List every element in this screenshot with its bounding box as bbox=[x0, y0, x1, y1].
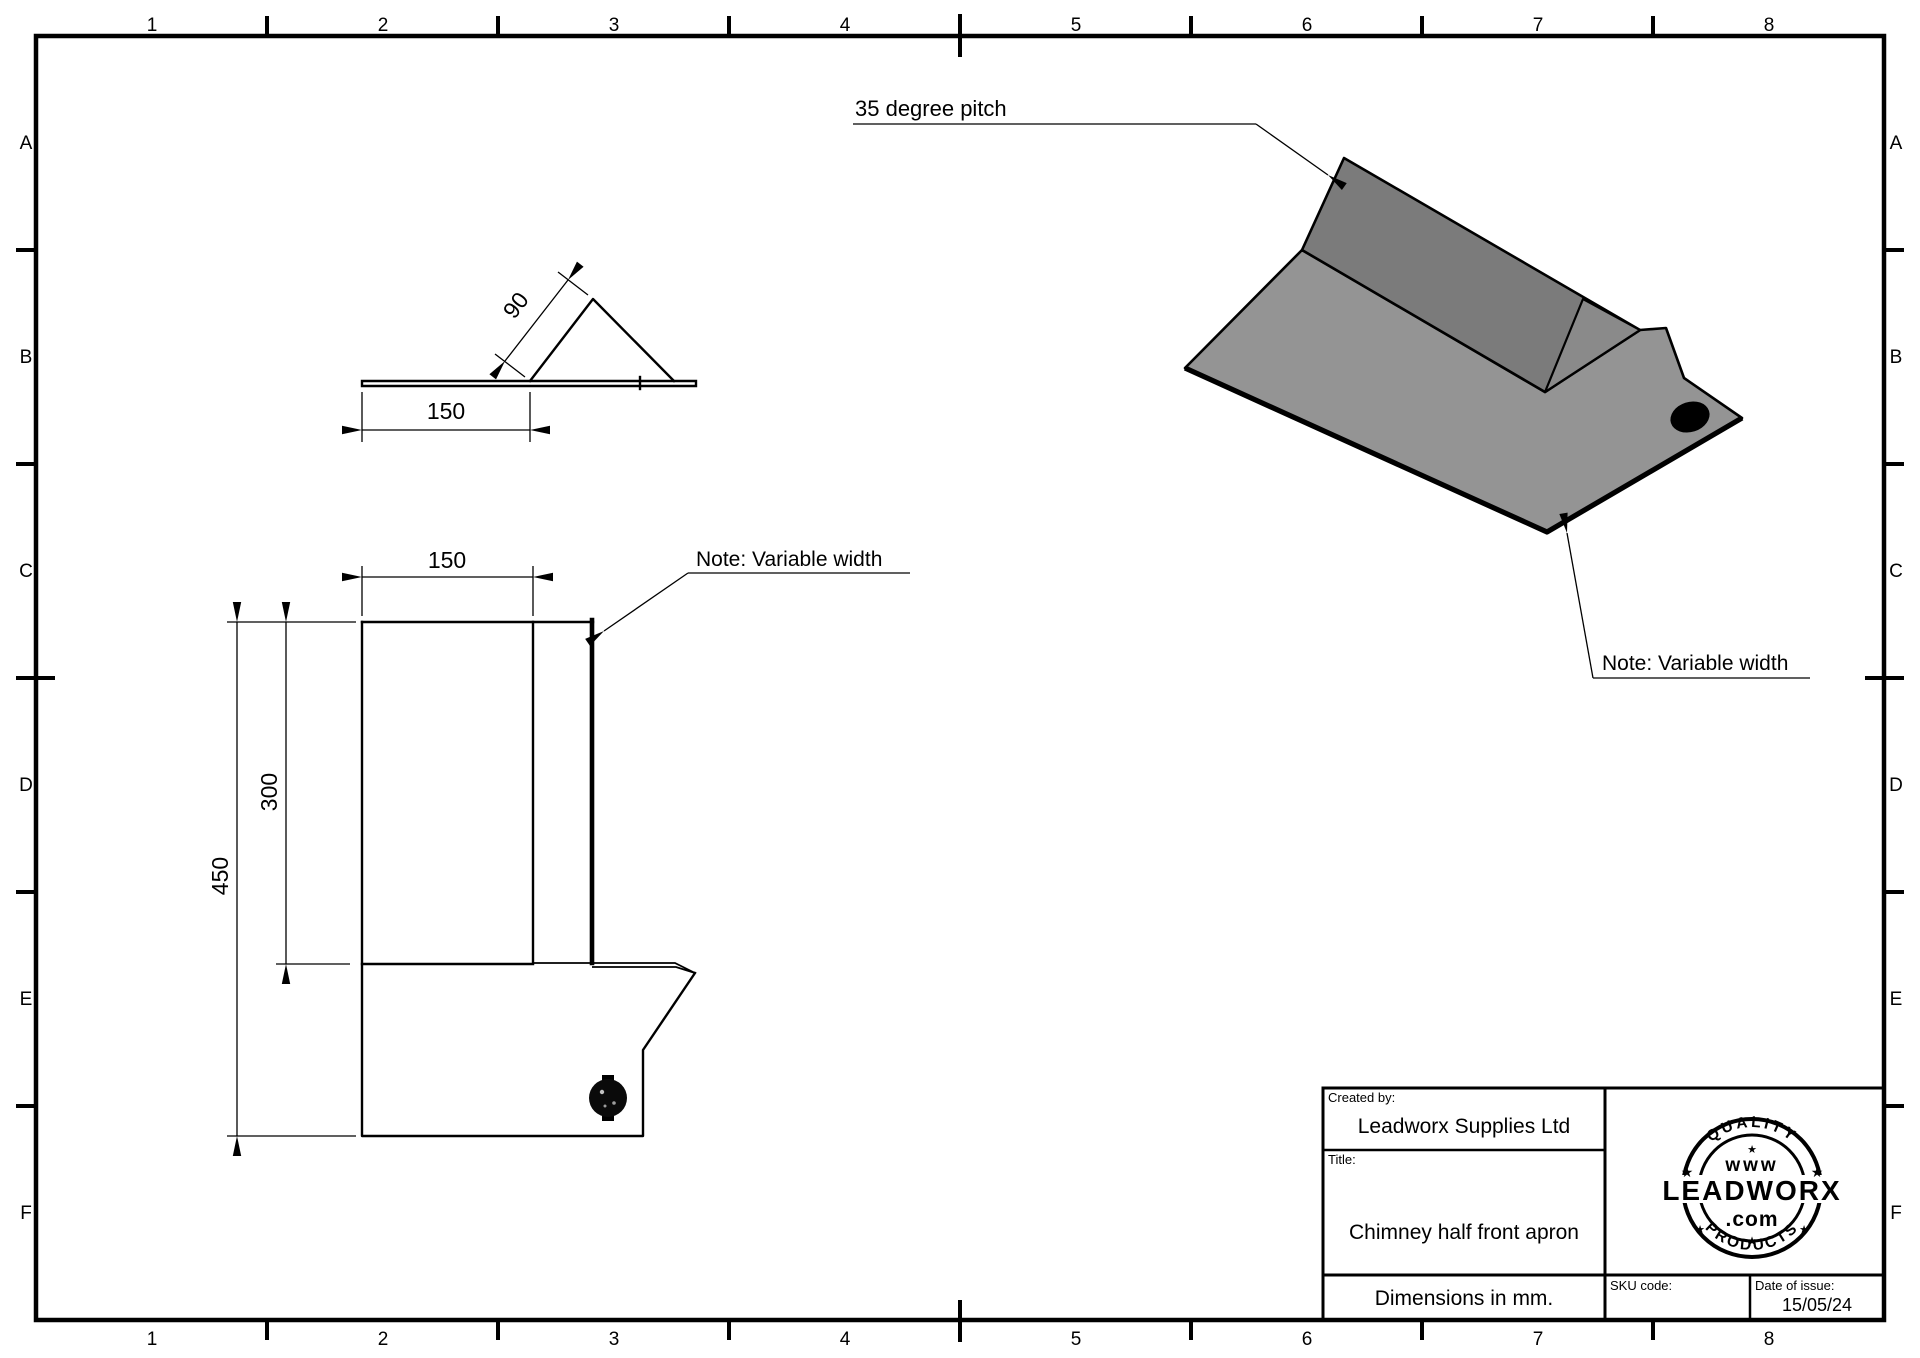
logo-com: .com bbox=[1725, 1208, 1778, 1231]
plate-edge-lines bbox=[360, 379, 698, 388]
col-label: 5 bbox=[1071, 1329, 1082, 1350]
note-text: Note: Variable width bbox=[1602, 652, 1788, 675]
border-row-labels-left: A B C D E F bbox=[19, 133, 33, 1224]
units-note: Dimensions in mm. bbox=[1375, 1287, 1554, 1310]
col-label: 8 bbox=[1764, 15, 1775, 36]
row-label: E bbox=[1890, 989, 1903, 1010]
side-profile-view: 90 150 bbox=[342, 261, 698, 442]
col-label: 1 bbox=[147, 15, 158, 36]
col-label: 7 bbox=[1533, 1329, 1544, 1350]
iso-pitch-note: 35 degree pitch bbox=[853, 96, 1347, 190]
border-ticks-top bbox=[265, 14, 1655, 57]
dim-text-150: 150 bbox=[428, 547, 466, 573]
front-view: 150 450 300 Note: Variable width bbox=[207, 547, 910, 1156]
logo-star-icon: ★ bbox=[1747, 1234, 1758, 1248]
dim-text-300: 300 bbox=[256, 773, 282, 811]
sheet-border: 1 2 3 4 5 6 7 8 1 2 3 4 5 6 7 8 A B C D … bbox=[16, 14, 1904, 1350]
border-ticks-left bbox=[16, 248, 55, 1108]
row-label: A bbox=[20, 133, 33, 154]
logo-star-icon: ★ bbox=[1747, 1144, 1757, 1156]
row-label: D bbox=[19, 775, 33, 796]
iso-width-note: Note: Variable width bbox=[1559, 512, 1810, 679]
sku-label: SKU code: bbox=[1610, 1278, 1672, 1293]
row-label: B bbox=[20, 347, 33, 368]
front-outline bbox=[360, 620, 697, 1138]
dim-height-450: 450 bbox=[207, 602, 356, 1156]
col-label: 6 bbox=[1302, 15, 1313, 36]
title-block: Created by: Leadworx Supplies Ltd Title:… bbox=[1321, 1086, 1886, 1322]
logo-arc-top: QUALITY bbox=[1704, 1114, 1798, 1146]
border-row-labels-right: A B C D E F bbox=[1889, 133, 1903, 1224]
row-label: F bbox=[20, 1203, 32, 1224]
border-column-labels-bottom: 1 2 3 4 5 6 7 8 bbox=[147, 1329, 1775, 1350]
iso-upstand-end-face bbox=[1543, 297, 1642, 394]
front-grommet bbox=[589, 1075, 627, 1121]
col-label: 8 bbox=[1764, 1329, 1775, 1350]
title-label: Title: bbox=[1328, 1152, 1356, 1167]
col-label: 7 bbox=[1533, 15, 1544, 36]
logo-name: LEADWORX bbox=[1662, 1175, 1841, 1206]
dim-text-90: 90 bbox=[498, 287, 534, 323]
dim-text-450: 450 bbox=[207, 857, 233, 895]
dim-height-300: 300 bbox=[256, 602, 350, 984]
col-label: 3 bbox=[609, 1329, 620, 1350]
row-label: E bbox=[20, 989, 33, 1010]
row-label: C bbox=[1889, 561, 1903, 582]
border-column-labels-top: 1 2 3 4 5 6 7 8 bbox=[147, 15, 1775, 36]
logo-star-icon: ★ bbox=[1811, 1164, 1824, 1180]
date-value: 15/05/24 bbox=[1782, 1295, 1852, 1315]
dim-base-150: 150 bbox=[342, 392, 550, 442]
col-label: 4 bbox=[840, 1329, 851, 1350]
iso-plate-thickness bbox=[1183, 365, 1744, 535]
iso-view: 35 degree pitch Note: Variable width bbox=[853, 96, 1810, 679]
logo-star-icon: ★ bbox=[1799, 1224, 1809, 1236]
note-text: Note: Variable width bbox=[696, 548, 882, 571]
border-ticks-bottom bbox=[265, 1300, 1655, 1342]
col-label: 2 bbox=[378, 1329, 389, 1350]
border-ticks-right bbox=[1865, 248, 1904, 1108]
svg-text:QUALITY: QUALITY bbox=[1704, 1114, 1801, 1146]
col-label: 6 bbox=[1302, 1329, 1313, 1350]
created-by-label: Created by: bbox=[1328, 1090, 1395, 1105]
col-label: 3 bbox=[609, 15, 620, 36]
row-label: B bbox=[1890, 347, 1903, 368]
logo-www: www bbox=[1724, 1155, 1778, 1176]
front-view-note: Note: Variable width bbox=[585, 548, 910, 646]
iso-hole bbox=[1670, 401, 1710, 433]
date-label: Date of issue: bbox=[1755, 1278, 1835, 1293]
upstand-profile bbox=[528, 297, 676, 383]
dim-text-150: 150 bbox=[427, 398, 465, 424]
row-label: D bbox=[1889, 775, 1903, 796]
col-label: 4 bbox=[840, 15, 851, 36]
front-hem bbox=[533, 962, 696, 974]
drawing-title: Chimney half front apron bbox=[1349, 1221, 1579, 1244]
row-label: A bbox=[1890, 133, 1903, 154]
leadworx-logo: QUALITY PRODUCTS www LEADWORX .com ★ ★ ★… bbox=[1656, 1114, 1848, 1259]
col-label: 2 bbox=[378, 15, 389, 36]
logo-star-icon: ★ bbox=[1695, 1224, 1705, 1236]
created-by-value: Leadworx Supplies Ltd bbox=[1358, 1115, 1570, 1138]
logo-star-icon: ★ bbox=[1681, 1164, 1694, 1180]
dim-width-150: 150 bbox=[342, 547, 553, 616]
col-label: 1 bbox=[147, 1329, 158, 1350]
row-label: F bbox=[1890, 1203, 1902, 1224]
row-label: C bbox=[19, 561, 33, 582]
col-label: 5 bbox=[1071, 15, 1082, 36]
pitch-note-text: 35 degree pitch bbox=[855, 96, 1007, 121]
